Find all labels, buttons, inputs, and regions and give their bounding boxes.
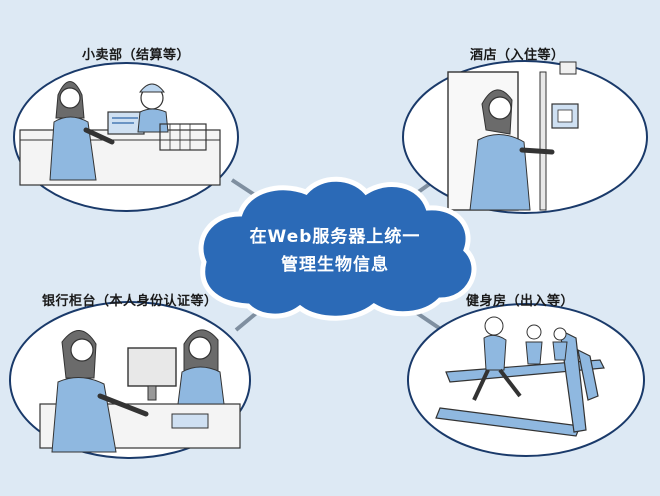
center-title-line1: 在Web服务器上统一 xyxy=(249,227,421,247)
center-title-line2: 管理生物信息 xyxy=(281,255,389,275)
web-server-cloud xyxy=(198,176,477,321)
monitor-icon xyxy=(127,347,177,387)
shopping-basket-icon xyxy=(159,123,207,151)
bank-label: 银行柜台（本人身份认证等） xyxy=(42,294,218,309)
gym-scene xyxy=(407,303,645,457)
runner-figures xyxy=(472,316,568,401)
store-label: 小卖部（结算等） xyxy=(82,48,191,63)
bank-scene xyxy=(9,301,251,459)
store-scene xyxy=(13,62,239,212)
gym-ellipse xyxy=(407,303,645,457)
palm-scanner-icon xyxy=(171,413,209,429)
gym-label: 健身房（出入等） xyxy=(466,294,575,309)
hotel-scene xyxy=(402,60,648,214)
hotel-label: 酒店（入住等） xyxy=(470,48,565,63)
